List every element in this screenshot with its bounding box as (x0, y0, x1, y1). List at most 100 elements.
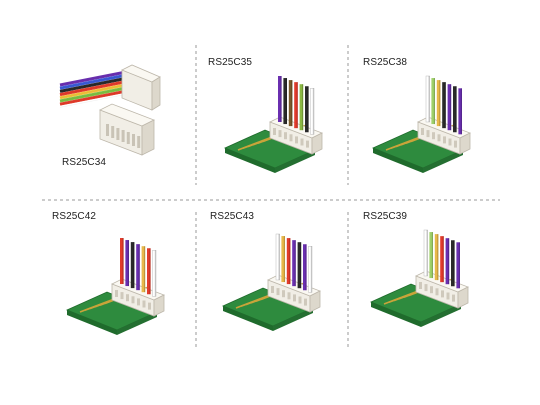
product-label-rs25c42: RS25C42 (52, 211, 97, 222)
wire (310, 88, 315, 135)
housing-side (311, 132, 323, 155)
housing-contact (115, 290, 118, 297)
wire (120, 238, 124, 284)
housing-contact (271, 286, 274, 293)
pcb-edge (371, 302, 421, 327)
housing-contact (300, 138, 304, 146)
wire (447, 84, 452, 131)
header-slot (137, 136, 141, 148)
housing-contact (284, 132, 287, 140)
housing-contact (452, 294, 455, 302)
housing-contact (295, 136, 298, 144)
housing-contact (148, 302, 151, 310)
ribbon-cable (59, 70, 127, 109)
housing-contact (446, 292, 450, 300)
wire (451, 240, 455, 287)
wire (136, 244, 140, 291)
housing-contact (142, 300, 146, 308)
housing-contact (276, 288, 280, 296)
wire (283, 78, 287, 125)
housing-contact (426, 130, 430, 138)
wire (288, 80, 293, 127)
wire (303, 244, 307, 291)
product-label-rs25c35: RS25C35 (208, 57, 253, 68)
housing-contact (448, 138, 452, 146)
housing-contact (282, 290, 285, 298)
wire (130, 242, 135, 289)
pcb-edge (373, 148, 423, 173)
housing-contact (435, 288, 439, 296)
pcb-edge (225, 148, 275, 173)
connector-illustration-rs25c38 (371, 75, 471, 173)
ribbon-wire (59, 86, 127, 103)
ribbon-wire (59, 83, 127, 100)
header-slot (116, 128, 120, 140)
wire (278, 76, 282, 122)
housing-contact (131, 296, 135, 304)
wire (423, 229, 428, 277)
housing-contact (304, 298, 307, 306)
housing-contact (419, 282, 422, 289)
wire (286, 238, 291, 285)
ribbon-wire (59, 73, 127, 90)
header-slot (121, 130, 125, 142)
housing-contact (293, 294, 296, 302)
wire (456, 242, 460, 289)
connector-illustration-rs25c35 (223, 76, 323, 173)
header-slot (132, 134, 135, 146)
housing-contact (437, 134, 441, 142)
housing-contact (278, 130, 282, 138)
housing-contact (126, 294, 129, 302)
ribbon-wire (59, 70, 127, 87)
wire (292, 240, 296, 287)
wire (453, 86, 457, 133)
wire (445, 238, 450, 285)
wire (125, 240, 129, 287)
wire (299, 84, 304, 131)
wire (294, 82, 298, 129)
housing-contact (441, 290, 444, 298)
housing-contact (424, 284, 428, 292)
header-slot (106, 124, 109, 136)
connector-illustration-rs25c43 (221, 233, 321, 331)
wire (431, 78, 435, 125)
wire (305, 86, 309, 133)
housing-contact (298, 296, 302, 304)
wire (458, 88, 462, 135)
product-label-rs25c43: RS25C43 (210, 211, 255, 222)
wire (429, 232, 433, 279)
header-slot (111, 126, 115, 138)
header-slot (126, 132, 130, 144)
ribbon-wire (59, 76, 127, 93)
wire (308, 246, 313, 293)
housing-side (459, 132, 471, 155)
wire (147, 248, 151, 295)
wire (442, 82, 446, 129)
housing-contact (430, 286, 433, 294)
housing-contact (443, 136, 446, 144)
product-label-rs25c34: RS25C34 (62, 157, 107, 168)
housing-contact (454, 140, 457, 148)
housing-contact (120, 292, 124, 300)
wire (152, 250, 157, 297)
plug-housing-side (151, 76, 161, 111)
pcb-edge (67, 310, 117, 335)
wire (440, 236, 444, 283)
wire (425, 75, 430, 123)
product-label-rs25c39: RS25C39 (363, 211, 408, 222)
ribbon-wire (59, 80, 127, 97)
housing-contact (421, 128, 424, 135)
housing-contact (289, 134, 293, 142)
product-label-rs25c38: RS25C38 (363, 57, 408, 68)
header-slots (106, 124, 141, 148)
wire (275, 233, 280, 281)
wire (281, 236, 285, 283)
housing-contact (306, 140, 309, 148)
connector-illustration-rs25c39 (369, 229, 469, 327)
ribbon-wire (59, 92, 127, 109)
housing-side (309, 290, 321, 313)
connector-illustration-rs25c34 (59, 64, 161, 156)
ribbon-wire (59, 89, 127, 106)
